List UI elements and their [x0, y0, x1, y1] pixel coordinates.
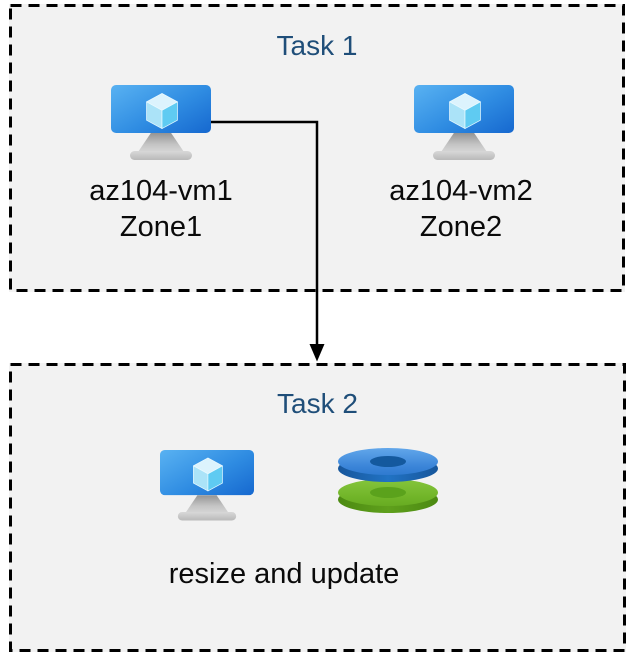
vm2-label: az104-vm2 Zone2: [361, 173, 561, 245]
vm2-virtual-machine-icon: [414, 85, 514, 161]
disk-green-icon: [338, 479, 438, 513]
disk-hole: [370, 487, 406, 498]
task2-title: Task 2: [277, 388, 358, 419]
vm-cube-icon: [193, 457, 223, 492]
vm1-virtual-machine-icon: [111, 85, 211, 161]
vm-stand-base: [177, 512, 237, 521]
vm-screen: [111, 85, 211, 133]
vm-stand-neck: [138, 133, 184, 152]
task2-virtual-machine-icon: [160, 450, 254, 521]
vm1-name: az104-vm1: [89, 175, 233, 207]
vm2-zone: Zone2: [419, 211, 503, 243]
vm2-name: az104-vm2: [389, 175, 533, 207]
vm-screen: [414, 85, 514, 133]
disk-hole: [370, 456, 406, 467]
vm-cube-icon: [449, 93, 481, 129]
connector-arrowhead-icon: [309, 344, 325, 362]
task2-caption: resize and update: [168, 558, 400, 590]
vm-stand-neck: [441, 133, 487, 152]
vm-stand-base: [433, 151, 495, 160]
disk-top: [338, 479, 438, 506]
task1-title: Task 1: [276, 30, 358, 61]
vm1-zone: Zone1: [119, 211, 203, 243]
vm-cube-icon: [146, 93, 178, 129]
disk-blue-icon: [338, 448, 438, 482]
vm-stand-neck: [185, 495, 229, 513]
vm-screen: [160, 450, 254, 496]
managed-disks-icon: [338, 448, 438, 515]
vm-stand-base: [130, 151, 192, 160]
vm1-label: az104-vm1 Zone1: [61, 173, 261, 245]
disk-top: [338, 448, 438, 475]
